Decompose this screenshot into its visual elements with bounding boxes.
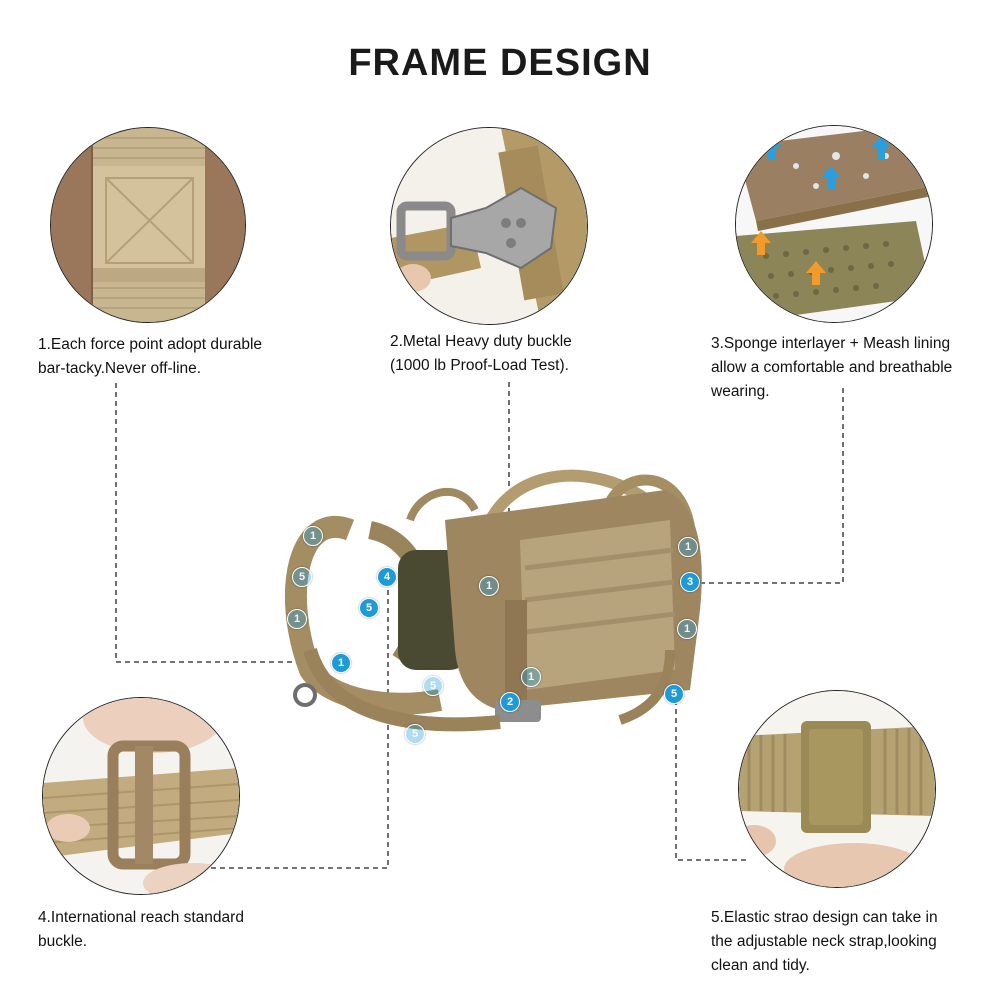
page-title: FRAME DESIGN bbox=[348, 42, 652, 84]
feature-2-caption: 2.Metal Heavy duty buckle (1000 lb Proof… bbox=[390, 333, 572, 374]
marker-faint-8: 1 bbox=[521, 667, 541, 687]
feature-5-caption: 5.Elastic strao design can take in the a… bbox=[711, 909, 938, 974]
leader-line-5 bbox=[675, 700, 750, 861]
marker-faint-3: 1 bbox=[287, 609, 307, 629]
marker-faint-7: 5 bbox=[405, 724, 425, 744]
marker-faint-2: 5 bbox=[292, 567, 312, 587]
metal-buckle-icon bbox=[391, 128, 587, 324]
marker-faint-9: 1 bbox=[678, 537, 698, 557]
leader-line-4 bbox=[193, 590, 389, 869]
elastic-keeper-icon bbox=[739, 691, 935, 887]
feature-3-caption: 3.Sponge interlayer + Meash lining allow… bbox=[711, 335, 953, 400]
dog-harness-image bbox=[284, 469, 702, 732]
marker-faint-6: 5 bbox=[423, 676, 443, 696]
marker-faint-1: 1 bbox=[303, 526, 323, 546]
mesh-lining-image bbox=[735, 125, 933, 323]
marker-1: 1 bbox=[331, 653, 351, 673]
bar-tack-stitching-image bbox=[50, 127, 246, 323]
bar-tack-stitching-icon bbox=[51, 128, 245, 322]
mesh-lining-icon bbox=[736, 126, 932, 322]
feature-4-caption: 4.International reach standard buckle. bbox=[38, 909, 244, 950]
marker-3: 3 bbox=[680, 572, 700, 592]
metal-buckle-image bbox=[390, 127, 588, 325]
marker-4: 4 bbox=[377, 567, 397, 587]
marker-5a: 5 bbox=[664, 684, 684, 704]
plastic-buckle-image bbox=[42, 697, 240, 895]
feature-1-caption: 1.Each force point adopt durable bar-tac… bbox=[38, 336, 263, 377]
leader-line-1 bbox=[115, 383, 315, 663]
plastic-buckle-icon bbox=[43, 698, 239, 894]
marker-5b: 5 bbox=[359, 598, 379, 618]
marker-2: 2 bbox=[500, 692, 520, 712]
leader-line-3 bbox=[700, 388, 844, 584]
marker-faint-5: 1 bbox=[677, 619, 697, 639]
elastic-keeper-image bbox=[738, 690, 936, 888]
marker-faint-4: 1 bbox=[479, 576, 499, 596]
